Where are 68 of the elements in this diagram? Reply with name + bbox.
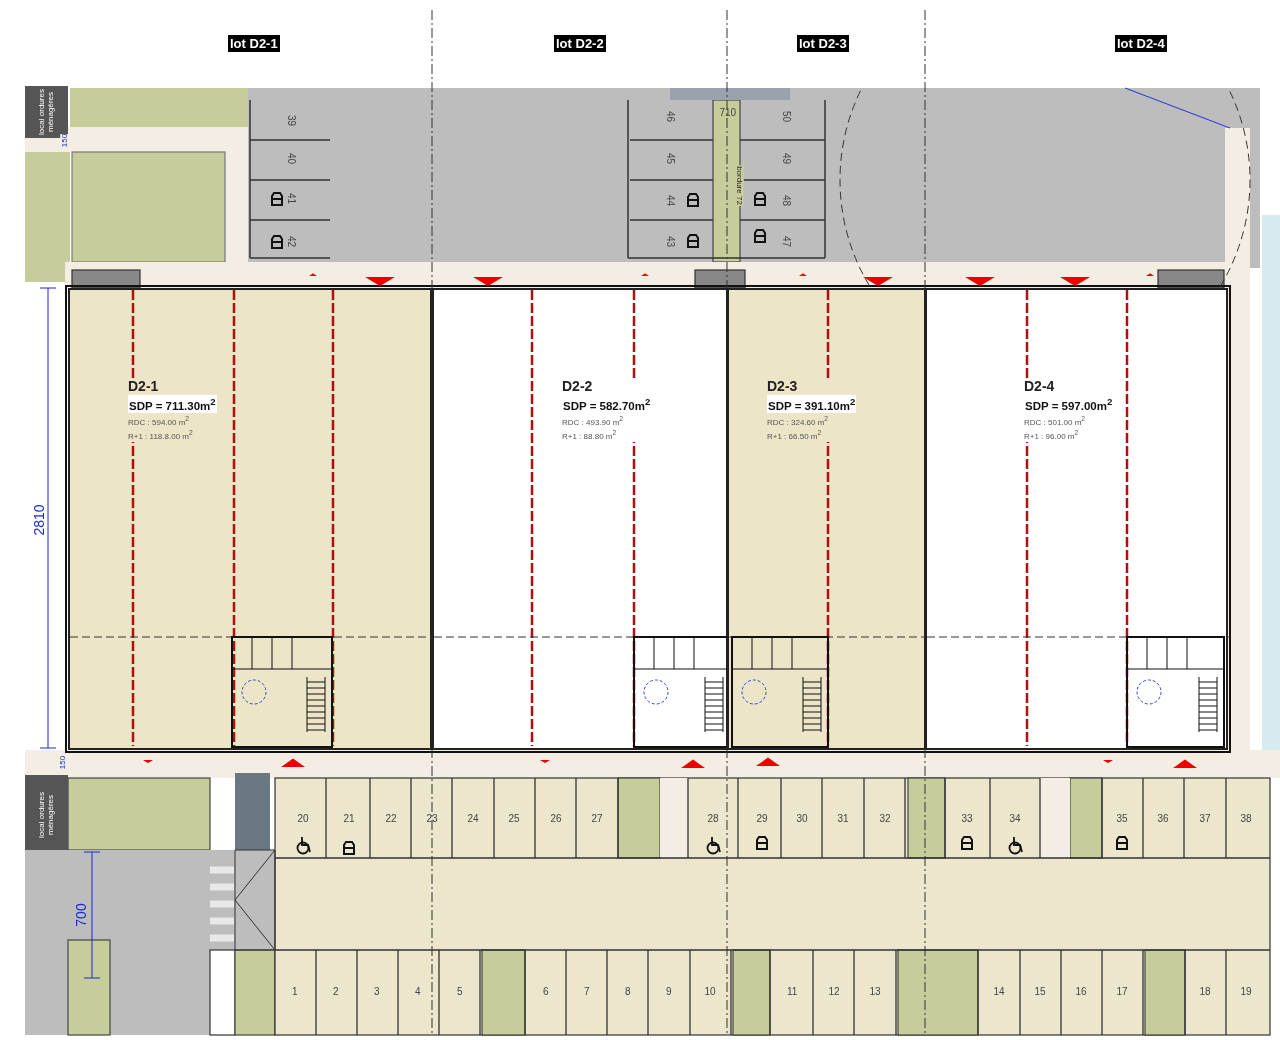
parking-space-number: 48	[780, 194, 792, 206]
parking-space-number: 18	[1199, 985, 1211, 997]
parking-space-number: 13	[869, 985, 881, 997]
parking-space-number: 25	[508, 812, 520, 824]
dimension-value: 2810	[30, 504, 47, 536]
lot-label: lot D2-4	[1115, 34, 1167, 52]
parking-space-number: 17	[1116, 985, 1128, 997]
parking-space-number: 22	[385, 812, 397, 824]
dimension-value: 150	[57, 755, 67, 769]
parking-space-number: 9	[666, 985, 672, 997]
parking-space-number: 42	[285, 235, 297, 247]
parking-space-number: 45	[664, 152, 676, 164]
unit-floor-plan	[727, 288, 926, 750]
parking-space-number: 5	[457, 985, 463, 997]
parking-space-number: 46	[664, 110, 676, 122]
parking-space-number: 39	[285, 114, 297, 126]
parking-space-number: 24	[467, 812, 479, 824]
parking-space-number: 16	[1075, 985, 1087, 997]
parking-space-number: 8	[625, 985, 631, 997]
floor-area-total: SDP = 711.30m$^{2}$	[128, 395, 217, 413]
parking-space-number: 21	[343, 812, 355, 824]
parking-space-number: 1	[292, 985, 298, 997]
parking-space-number: 27	[591, 812, 603, 824]
parking-space-number: 20	[297, 812, 309, 824]
parking-space-number: 36	[1157, 812, 1169, 824]
unit-floor-plan	[68, 288, 432, 750]
parking-space-number: 43	[664, 235, 676, 247]
parking-space-number: 3	[374, 985, 380, 997]
parking-space-number: 41	[285, 192, 297, 204]
parking-space-number: 33	[961, 812, 973, 824]
lot-label: lot D2-2	[554, 34, 606, 52]
parking-space-number: 14	[993, 985, 1005, 997]
parking-space-number: 23	[426, 812, 438, 824]
unit-floor-plan	[925, 288, 1228, 750]
parking-space-number: 40	[285, 152, 297, 164]
dimension-value: 700	[72, 903, 89, 927]
lot-label: lot D2-1	[228, 34, 280, 52]
unit-floor-plan	[432, 288, 728, 750]
parking-space-number: 32	[879, 812, 891, 824]
kerb-label: bordure 72	[734, 164, 744, 206]
lot-label: lot D2-3	[797, 34, 849, 52]
parking-space-number: 10	[704, 985, 716, 997]
parking-space-number: 35	[1116, 812, 1128, 824]
dimension-value: 710	[719, 106, 737, 118]
parking-space-number: 4	[415, 985, 421, 997]
parking-space-number: 31	[837, 812, 849, 824]
parking-space-number: 30	[796, 812, 808, 824]
parking-space-number: 11	[787, 985, 798, 997]
parking-space-number: 34	[1009, 812, 1021, 824]
room-label: local ordures ménagères	[37, 791, 55, 840]
parking-space-number: 50	[780, 110, 792, 122]
parking-space-number: 38	[1240, 812, 1252, 824]
parking-space-number: 7	[584, 985, 590, 997]
parking-space-number: 12	[828, 985, 840, 997]
parking-space-number: 49	[780, 152, 792, 164]
parking-space-number: 37	[1199, 812, 1211, 824]
parking-space-number: 15	[1034, 985, 1046, 997]
parking-space-number: 47	[780, 235, 792, 247]
parking-space-number: 2	[333, 985, 339, 997]
floor-area-total: SDP = 391.10m$^{2}$	[767, 395, 857, 413]
room-label: local ordures ménagères	[37, 88, 55, 137]
parking-space-number: 6	[543, 985, 549, 997]
parking-space-number: 26	[550, 812, 562, 824]
parking-space-number: 44	[664, 194, 676, 206]
parking-space-number: 29	[756, 812, 768, 824]
parking-space-number: 28	[707, 812, 719, 824]
dimension-value: 150	[59, 133, 69, 147]
parking-space-number: 19	[1240, 985, 1252, 997]
